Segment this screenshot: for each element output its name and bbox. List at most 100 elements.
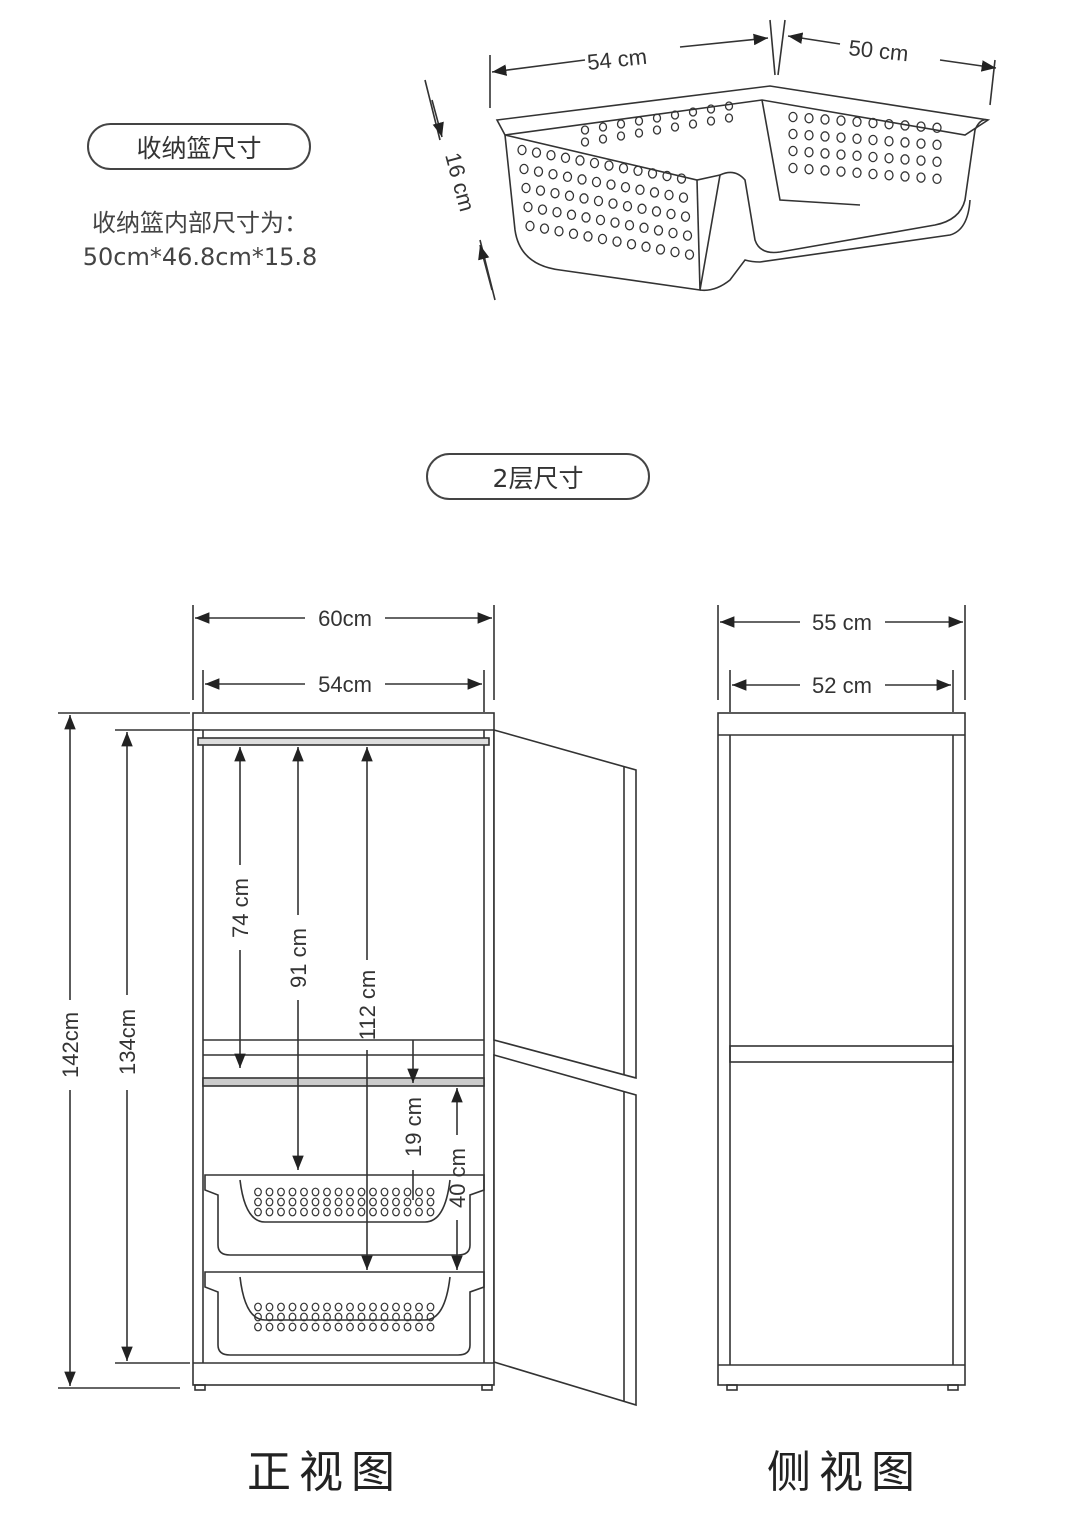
basket-hole [403,1312,412,1322]
basket-hole [684,249,695,260]
basket-hole [647,168,658,179]
basket-hole [652,125,662,135]
basket-hole [392,1187,400,1197]
basket-hole [334,1312,343,1322]
basket-hole [415,1312,423,1322]
front-outer-width: 60cm [318,606,372,631]
basket-drawing [424,19,997,301]
basket-hole [369,1302,377,1312]
basket-hole [884,118,894,130]
basket-hole [916,172,926,183]
basket-hole [265,1197,274,1207]
basket-hole [265,1302,274,1312]
basket-hole [581,212,591,223]
basket-hole [575,155,585,166]
basket-hole [300,1322,308,1332]
basket-hole [334,1197,343,1207]
basket-hole [591,176,602,188]
basket-hole [546,149,556,161]
basket-hole [868,117,878,129]
basket-hole [635,184,645,196]
basket-hole [380,1302,389,1312]
basket-hole [392,1197,400,1207]
basket-hole [357,1312,366,1322]
basket-hole [606,179,616,190]
basket-hole [357,1302,366,1312]
basket-hole [820,131,830,142]
basket-hole [788,128,798,140]
basket-hole [610,217,620,228]
basket-hole [380,1187,389,1197]
basket-hole [311,1207,320,1217]
basket-hole [265,1207,274,1217]
basket-hole [254,1207,262,1217]
basket-hole [682,230,693,241]
basket-hole [604,160,614,171]
front-inner-height: 134cm [115,1009,140,1075]
basket-hole [415,1207,423,1217]
basket-hole [564,190,575,202]
basket-hole [288,1197,297,1207]
basket-hole [277,1322,285,1332]
basket-hole [651,206,662,217]
basket-hole [788,111,798,123]
basket-hole [277,1187,285,1197]
basket-hole [634,128,644,138]
basket-hole [820,148,830,159]
basket-hole [804,163,814,175]
basket-hole [517,144,527,156]
basket-hole [598,122,608,132]
basket-hole [415,1322,423,1332]
basket-hole [300,1207,308,1217]
basket-hole [288,1322,297,1332]
basket-hole [852,116,862,128]
basket-hole [415,1197,423,1207]
basket-hole [678,192,689,203]
basket-hole [916,121,926,132]
basket-hole [403,1207,412,1217]
basket-hole [392,1312,400,1322]
basket-hole [323,1312,331,1322]
basket-hole [583,231,593,242]
side-inner-depth: 52 cm [812,673,872,698]
basket-hole [277,1197,285,1207]
basket-hole [868,168,878,180]
basket-hole [804,112,814,124]
height-91: 91 cm [286,928,311,988]
basket-hole [884,135,894,147]
basket-hole [688,119,698,129]
basket-hole [620,181,631,193]
basket-hole [884,152,894,164]
basket-hole [612,236,622,247]
basket-hole [641,241,651,253]
front-outer-height: 142cm [58,1012,83,1078]
basket-hole [346,1322,354,1332]
basket-hole [639,222,649,234]
basket-hole [323,1197,331,1207]
basket-hole [277,1302,285,1312]
basket-hole [820,114,830,125]
basket-hole [525,220,535,232]
basket-hole [589,157,600,169]
basket-hole [836,149,846,160]
basket-hole [288,1312,297,1322]
basket-hole [608,198,618,209]
basket-hole [664,189,674,201]
basket-hole [626,238,637,250]
basket-hole [369,1322,377,1332]
basket-hole [323,1187,331,1197]
basket-hole [562,171,573,183]
basket-hole [369,1197,377,1207]
basket-hole [618,162,629,174]
basket-hole [288,1207,297,1217]
basket-hole [392,1302,400,1312]
basket-hole [593,195,604,207]
basket-hole [277,1312,285,1322]
basket-hole [706,116,716,126]
basket-hole [523,201,533,213]
basket-hole [300,1312,308,1322]
basket-hole [670,110,680,120]
basket-hole [616,131,626,141]
basket-hole [311,1197,320,1207]
